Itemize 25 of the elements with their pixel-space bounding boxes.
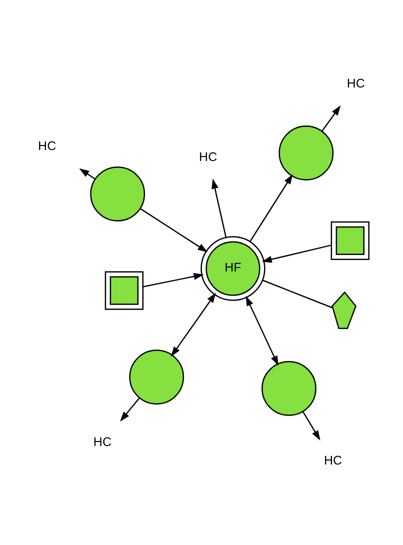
node-circle xyxy=(278,125,334,180)
arrow xyxy=(322,104,341,131)
arrow xyxy=(246,295,278,366)
arrow xyxy=(262,244,332,262)
arrow xyxy=(170,292,216,356)
node-text: HC xyxy=(38,138,56,153)
node-text: HC xyxy=(346,76,365,90)
node-picture xyxy=(332,290,357,329)
arrow xyxy=(143,272,204,287)
connector xyxy=(262,279,333,308)
node-circle: HF xyxy=(200,236,266,300)
node-text: HC xyxy=(93,434,112,448)
node-circle xyxy=(262,360,316,416)
arrow xyxy=(140,208,208,252)
node-box xyxy=(330,220,370,260)
node-box xyxy=(104,270,144,310)
arrow xyxy=(79,168,96,179)
arrow xyxy=(212,178,227,238)
node-circle xyxy=(129,349,184,404)
arrow xyxy=(302,410,320,440)
node-text: HC xyxy=(199,150,218,164)
arrow xyxy=(120,397,140,422)
node-text: HC xyxy=(324,453,342,468)
arrow xyxy=(249,174,293,242)
node-circle xyxy=(90,166,146,221)
